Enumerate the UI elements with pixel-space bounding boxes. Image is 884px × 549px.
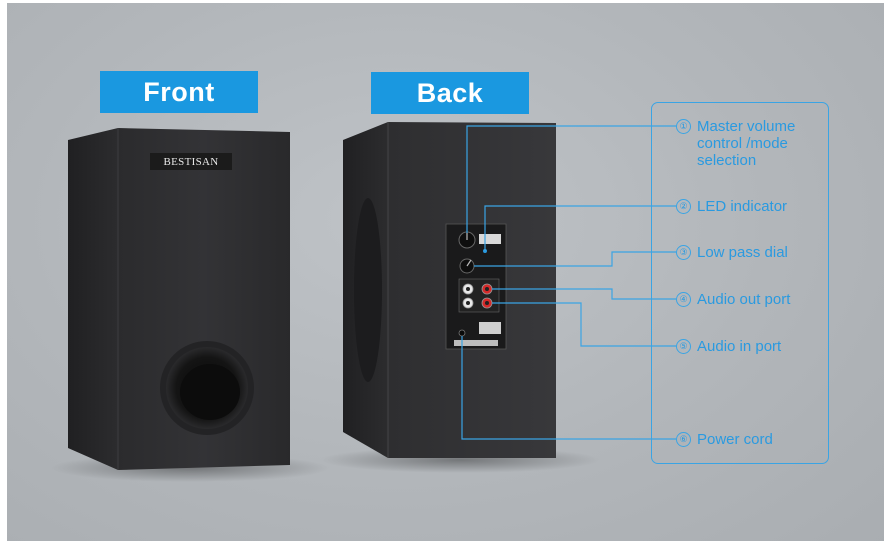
power-cord-port — [458, 329, 466, 337]
callout-text-6: Power cord — [697, 431, 773, 448]
front-speaker-side — [68, 128, 118, 470]
frame-left — [0, 0, 7, 549]
callout-power-cord: ⑥ Power cord — [676, 431, 826, 448]
callout-text-3: Low pass dial — [697, 244, 788, 261]
callout-line-6 — [461, 336, 676, 440]
callout-line-1 — [466, 125, 676, 233]
back-speaker — [343, 122, 556, 458]
callout-number-6: ⑥ — [676, 432, 691, 447]
callout-text-4: Audio out port — [697, 291, 791, 308]
callout-text-1: Master volume control /mode selection — [697, 118, 796, 169]
callout-text-5: Audio in port — [697, 338, 782, 355]
callout-number-2: ② — [676, 199, 691, 214]
cert-marks — [454, 340, 498, 346]
callout-low-pass-dial: ③ Low pass dial — [676, 244, 826, 261]
callout-number-1: ① — [676, 119, 691, 134]
brand-logo: BESTISAN — [150, 153, 232, 170]
callout-line-3 — [474, 251, 676, 267]
callout-audio-in-port: ⑤ Audio in port — [676, 338, 826, 355]
callout-master-volume: ① Master volume control /mode selection — [676, 118, 826, 169]
plate-label — [479, 234, 501, 244]
callout-led-indicator: ② LED indicator — [676, 198, 826, 215]
callout-text-2: LED indicator — [697, 198, 788, 215]
frame-bottom — [0, 541, 884, 549]
callout-panel — [651, 102, 829, 464]
spec-label — [479, 322, 501, 334]
frame-top — [0, 0, 884, 3]
callout-audio-out-port: ④ Audio out port — [676, 291, 826, 308]
callout-number-5: ⑤ — [676, 339, 691, 354]
callout-line-4 — [492, 288, 676, 300]
callout-line-5 — [492, 302, 676, 347]
callout-number-3: ③ — [676, 245, 691, 260]
back-label: Back — [371, 72, 529, 114]
side-driver — [354, 198, 382, 382]
callout-number-4: ④ — [676, 292, 691, 307]
front-speaker — [68, 128, 290, 470]
callout-line-2 — [484, 205, 676, 251]
front-label: Front — [100, 71, 258, 113]
callout-lines — [461, 125, 676, 440]
